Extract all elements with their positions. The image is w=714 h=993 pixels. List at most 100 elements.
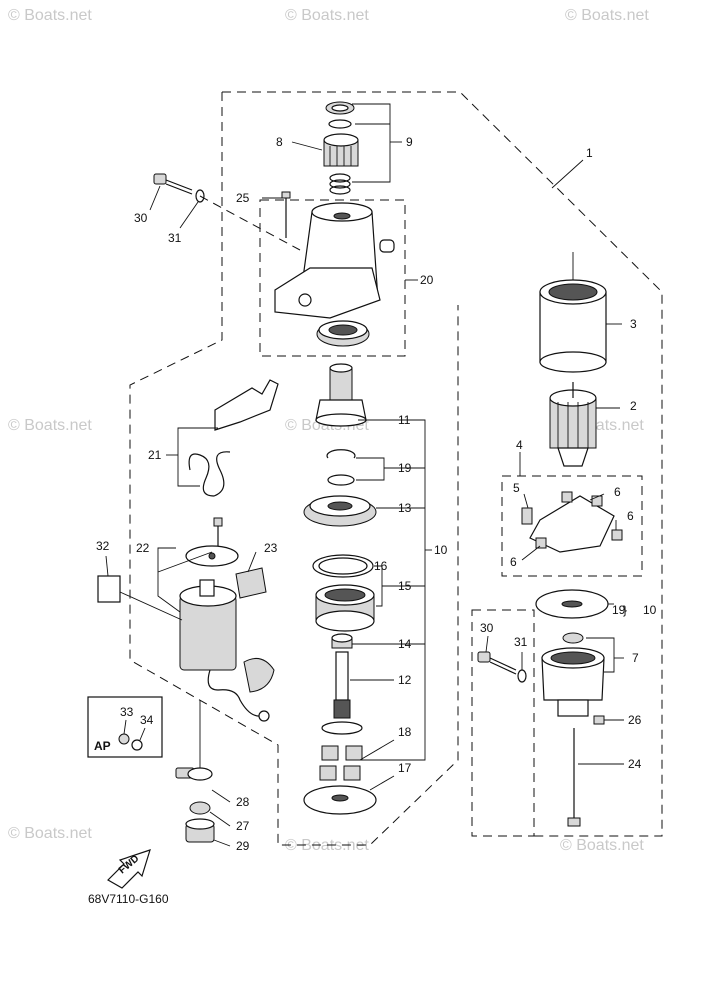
watermark: © Boats.net [560, 837, 644, 854]
assembly-line [199, 195, 301, 251]
callout-19: 19 [612, 603, 626, 617]
callout-17: 17 [398, 761, 412, 775]
bolt-30-right [477, 651, 517, 675]
callout-4: 4 [516, 438, 523, 452]
bearing-14 [331, 633, 353, 649]
bracket-21 [177, 427, 218, 487]
plate-19-right [535, 589, 609, 619]
leader-line [247, 551, 257, 573]
spring-9 [329, 173, 351, 195]
watermarks: © Boats.net © Boats.net © Boats.net © Bo… [8, 7, 649, 854]
leader-line [119, 591, 183, 621]
callout-28: 28 [236, 795, 250, 809]
end-cover-7 [541, 647, 605, 717]
leader-line [521, 545, 541, 561]
callout-25: 25 [236, 191, 250, 205]
callout-13: 13 [398, 501, 412, 515]
callout-8: 8 [276, 135, 283, 149]
brush-holder-4 [521, 491, 623, 553]
leader-line [589, 493, 605, 501]
bolt-22 [213, 517, 223, 548]
bracket-10 [358, 419, 426, 761]
callout-26: 26 [628, 713, 642, 727]
watermark: © Boats.net [8, 7, 92, 24]
washer-19 [327, 474, 355, 486]
boot-27 [189, 801, 211, 815]
pinion-gear-8 [323, 133, 359, 167]
internal-gear-15 [315, 584, 375, 632]
ring-9-top [325, 101, 355, 115]
bushing-23 [235, 567, 275, 693]
front-cover-20 [274, 202, 395, 319]
shaft-12 [321, 651, 363, 735]
bracket-glyph: } [623, 603, 627, 617]
leader-line [213, 839, 231, 847]
watermark: © Boats.net [285, 7, 369, 24]
terminal-28 [175, 700, 213, 781]
callout-11: 11 [398, 413, 411, 427]
callout-16: 16 [374, 559, 388, 573]
callout-12: 12 [398, 673, 412, 687]
plate-17 [303, 785, 377, 815]
leader-line [149, 185, 161, 211]
label-plate-32 [97, 575, 121, 603]
ap-box [87, 696, 163, 758]
leader-line [139, 727, 146, 741]
washer-9 [328, 119, 352, 129]
callout-labels: 1 2 3 4 5 6 6 6 7 8 9 10 10 11 12 13 14 … [96, 135, 657, 853]
gasket-22 [185, 545, 239, 567]
callout-20: 20 [420, 273, 434, 287]
watermark: © Boats.net [565, 7, 649, 24]
armature-shaft-11 [315, 363, 367, 427]
leader-line [551, 159, 584, 189]
bracket-9 [352, 103, 391, 183]
leader-line [157, 551, 213, 573]
yoke-3 [539, 279, 607, 373]
screw-26 [593, 715, 605, 725]
leader-line [123, 719, 127, 735]
callout-18: 18 [398, 725, 412, 739]
washer-34 [131, 739, 143, 751]
bracket-19 [356, 457, 385, 481]
planet-gears-18 [319, 745, 363, 781]
callout-22: 22 [136, 541, 150, 555]
callout-10: 10 [643, 603, 657, 617]
motor-22 [179, 579, 270, 722]
callout-30: 30 [480, 621, 494, 635]
callout-6: 6 [627, 509, 634, 523]
bolt-30-left [153, 173, 193, 195]
fwd-arrow-icon: FWD [107, 849, 151, 889]
cap-29 [185, 818, 215, 843]
assembly-outline [129, 91, 663, 846]
bracket-7 [586, 637, 615, 673]
callout-23: 23 [264, 541, 278, 555]
callout-15: 15 [398, 579, 412, 593]
bearing-20 [316, 320, 370, 347]
callout-1: 1 [586, 146, 593, 160]
callout-31: 31 [168, 231, 182, 245]
callout-3: 3 [630, 317, 637, 331]
callout-6: 6 [510, 555, 517, 569]
ring-16-inner [318, 557, 368, 575]
leader-line [209, 811, 231, 827]
washer-31-right [517, 669, 527, 683]
callout-30: 30 [134, 211, 148, 225]
callout-10: 10 [434, 543, 448, 557]
callout-34: 34 [140, 713, 154, 727]
callout-32: 32 [96, 539, 110, 553]
callout-21: 21 [148, 448, 162, 462]
callout-19: 19 [398, 461, 412, 475]
nut-33 [118, 733, 130, 745]
callout-31: 31 [514, 635, 528, 649]
watermark: © Boats.net [8, 417, 92, 434]
watermark: © Boats.net [8, 825, 92, 842]
ring-16 [312, 554, 374, 578]
clip-19 [326, 449, 356, 459]
leader-line [291, 141, 323, 151]
ap-label: AP [94, 739, 111, 753]
callout-27: 27 [236, 819, 250, 833]
leader-line [105, 555, 109, 577]
armature-2 [549, 382, 597, 467]
